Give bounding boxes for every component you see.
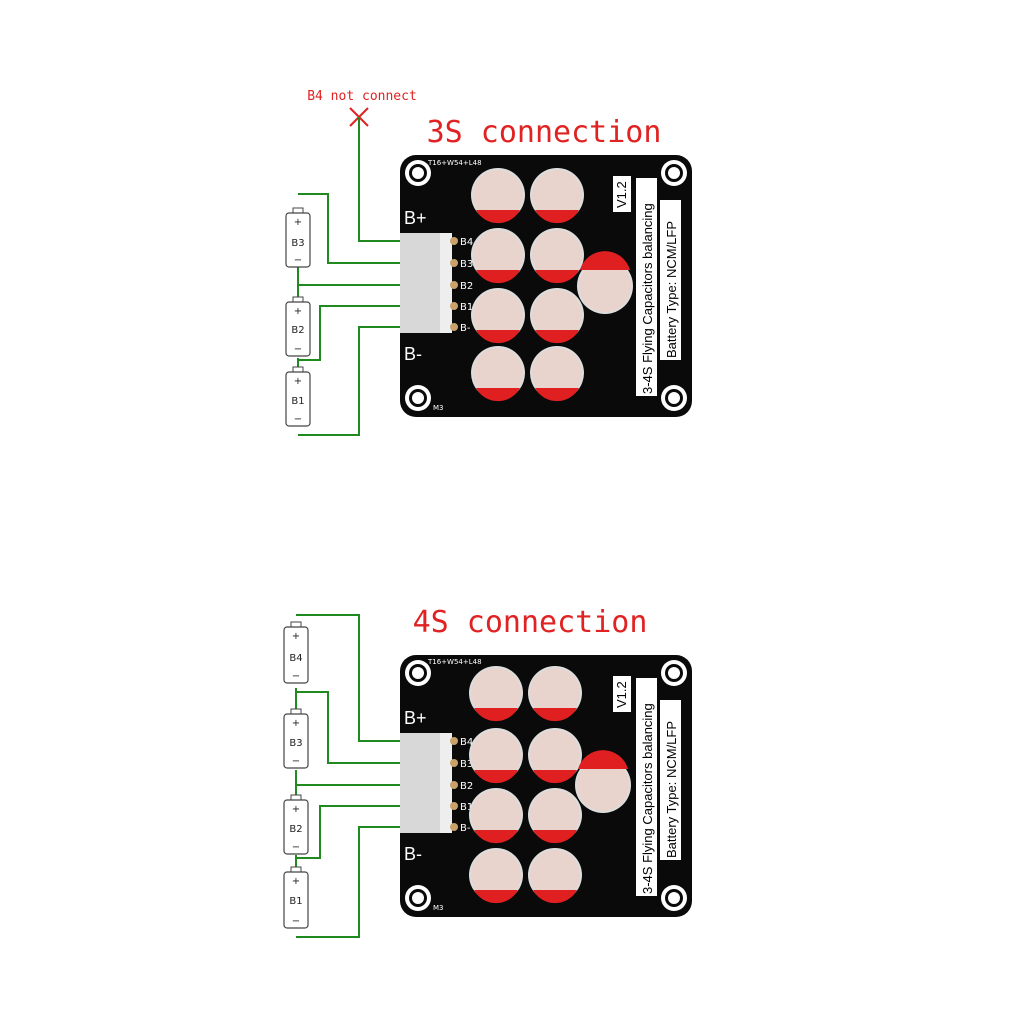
- svg-text:+: +: [292, 876, 300, 887]
- board-title-line1: 3-4S Flying Capacitors balancing: [640, 203, 655, 394]
- pin-label: B2: [460, 281, 473, 292]
- cell-label: B4: [289, 653, 302, 664]
- pin-label: B3: [460, 759, 473, 770]
- mounting-hole-icon: [405, 885, 431, 911]
- hole-size-label: M3: [433, 904, 444, 912]
- pin-label: B1: [460, 802, 473, 813]
- board-model-label: T16+W54+L48: [427, 658, 482, 666]
- diagram-title: 3S connection: [427, 115, 662, 150]
- battery-cell: + B4 −: [283, 621, 309, 684]
- mounting-hole-icon: [405, 160, 431, 186]
- svg-text:−: −: [292, 671, 300, 682]
- version-label: V1.2: [614, 681, 629, 708]
- pin-label: B2: [460, 781, 473, 792]
- battery-cell: + B3 −: [283, 708, 309, 769]
- svg-text:+: +: [294, 306, 302, 317]
- balancer-board: T16+W54+L48 M3 B4 B3 B2 B1 B- B+ B-: [400, 655, 692, 917]
- bminus-label: B-: [404, 344, 422, 364]
- battery-cell: + B1 −: [285, 366, 311, 427]
- not-connect-note: B4 not connect: [307, 89, 417, 104]
- diagram-4s: 4S connection + B4 − + B3 −: [283, 605, 692, 938]
- diagram-title: 4S connection: [413, 605, 648, 640]
- svg-text:+: +: [294, 376, 302, 387]
- version-label: V1.2: [614, 181, 629, 208]
- cell-label: B1: [291, 396, 304, 407]
- pin-label: B4: [460, 737, 473, 748]
- cell-label: B2: [291, 325, 304, 336]
- svg-text:+: +: [292, 718, 300, 729]
- cell-label: B3: [289, 738, 302, 749]
- board-title-line2: Battery Type: NCM/LFP: [664, 721, 679, 858]
- connector-pins: [450, 737, 458, 831]
- mounting-hole-icon: [661, 660, 687, 686]
- connector-pins: [450, 237, 458, 331]
- svg-text:−: −: [292, 842, 300, 853]
- svg-text:+: +: [294, 217, 302, 228]
- svg-text:−: −: [294, 414, 302, 425]
- battery-cell: + B2 −: [283, 794, 309, 855]
- mounting-hole-icon: [661, 885, 687, 911]
- bplus-label: B+: [404, 208, 427, 228]
- pin-label: B3: [460, 259, 473, 270]
- cell-label: B2: [289, 824, 302, 835]
- cell-label: B1: [289, 896, 302, 907]
- diagram-3s: 3S connection B4 not connect + B3 −: [285, 89, 692, 436]
- capacitor-grid: [471, 168, 633, 402]
- pin-label: B1: [460, 302, 473, 313]
- svg-text:+: +: [292, 804, 300, 815]
- pin-label: B4: [460, 237, 473, 248]
- pin-label: B-: [460, 823, 471, 834]
- cell-label: B3: [291, 238, 304, 249]
- board-title-line1: 3-4S Flying Capacitors balancing: [640, 703, 655, 894]
- svg-text:+: +: [292, 631, 300, 642]
- mounting-hole-icon: [661, 160, 687, 186]
- board-model-label: T16+W54+L48: [427, 159, 482, 167]
- svg-text:−: −: [294, 255, 302, 266]
- battery-cell: + B2 −: [285, 296, 311, 357]
- board-title-line2: Battery Type: NCM/LFP: [664, 221, 679, 358]
- mounting-hole-icon: [661, 385, 687, 411]
- battery-cell: + B1 −: [283, 866, 309, 929]
- battery-cell: + B3 −: [285, 207, 311, 268]
- hole-size-label: M3: [433, 404, 444, 412]
- bplus-label: B+: [404, 708, 427, 728]
- capacitor-grid: [469, 666, 631, 904]
- pin-label: B-: [460, 323, 471, 334]
- mounting-hole-icon: [405, 385, 431, 411]
- svg-text:−: −: [292, 916, 300, 927]
- balancer-board: T16+W54+L48 M3 B4 B3 B2 B1 B- B+ B-: [400, 155, 692, 417]
- bminus-label: B-: [404, 844, 422, 864]
- svg-text:−: −: [294, 344, 302, 355]
- svg-text:−: −: [292, 756, 300, 767]
- mounting-hole-icon: [405, 660, 431, 686]
